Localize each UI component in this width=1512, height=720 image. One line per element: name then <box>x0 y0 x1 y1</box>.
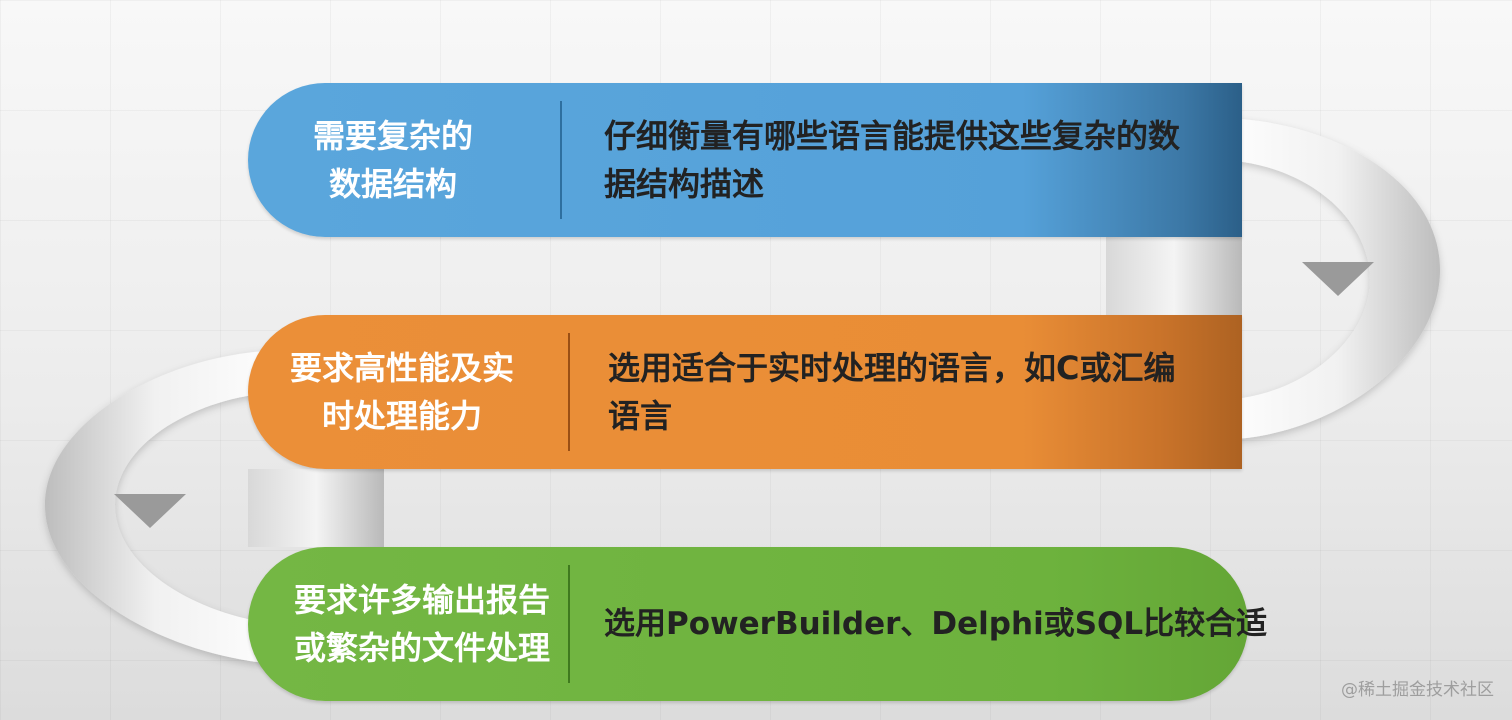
arrow-down-icon-right <box>1302 262 1374 296</box>
step-1-title-line2: 数据结构 <box>328 165 457 203</box>
arrow-down-icon-left <box>114 494 186 528</box>
step-3-title-line1: 要求许多输出报告 <box>293 581 550 619</box>
step-band-3: 要求许多输出报告 或繁杂的文件处理 选用PowerBuilder、Delphi或… <box>248 547 1267 701</box>
step-2-divider <box>568 333 570 451</box>
step-3-title: 要求许多输出报告 或繁杂的文件处理 <box>272 547 572 701</box>
step-2-description: 选用适合于实时处理的语言，如C或汇编语言 <box>608 349 1176 435</box>
step-3-title-line2: 或繁杂的文件处理 <box>293 629 550 667</box>
step-2-title: 要求高性能及实 时处理能力 <box>272 315 532 469</box>
step-1-description: 仔细衡量有哪些语言能提供这些复杂的数据结构描述 <box>604 117 1181 203</box>
step-3-description: 选用PowerBuilder、Delphi或SQL比较合适 <box>604 606 1268 642</box>
step-3-divider <box>568 565 570 683</box>
step-1-title-line1: 需要复杂的 <box>312 117 473 155</box>
step-band-1: 需要复杂的 数据结构 仔细衡量有哪些语言能提供这些复杂的数据结构描述 <box>248 83 1242 237</box>
watermark: @稀土掘金技术社区 <box>1341 680 1494 700</box>
step-2-title-line1: 要求高性能及实 <box>289 349 514 387</box>
step-1-divider <box>560 101 562 219</box>
step-band-2: 要求高性能及实 时处理能力 选用适合于实时处理的语言，如C或汇编语言 <box>248 315 1242 469</box>
step-1-title: 需要复杂的 数据结构 <box>288 83 498 237</box>
step-2-title-line2: 时处理能力 <box>321 397 482 435</box>
